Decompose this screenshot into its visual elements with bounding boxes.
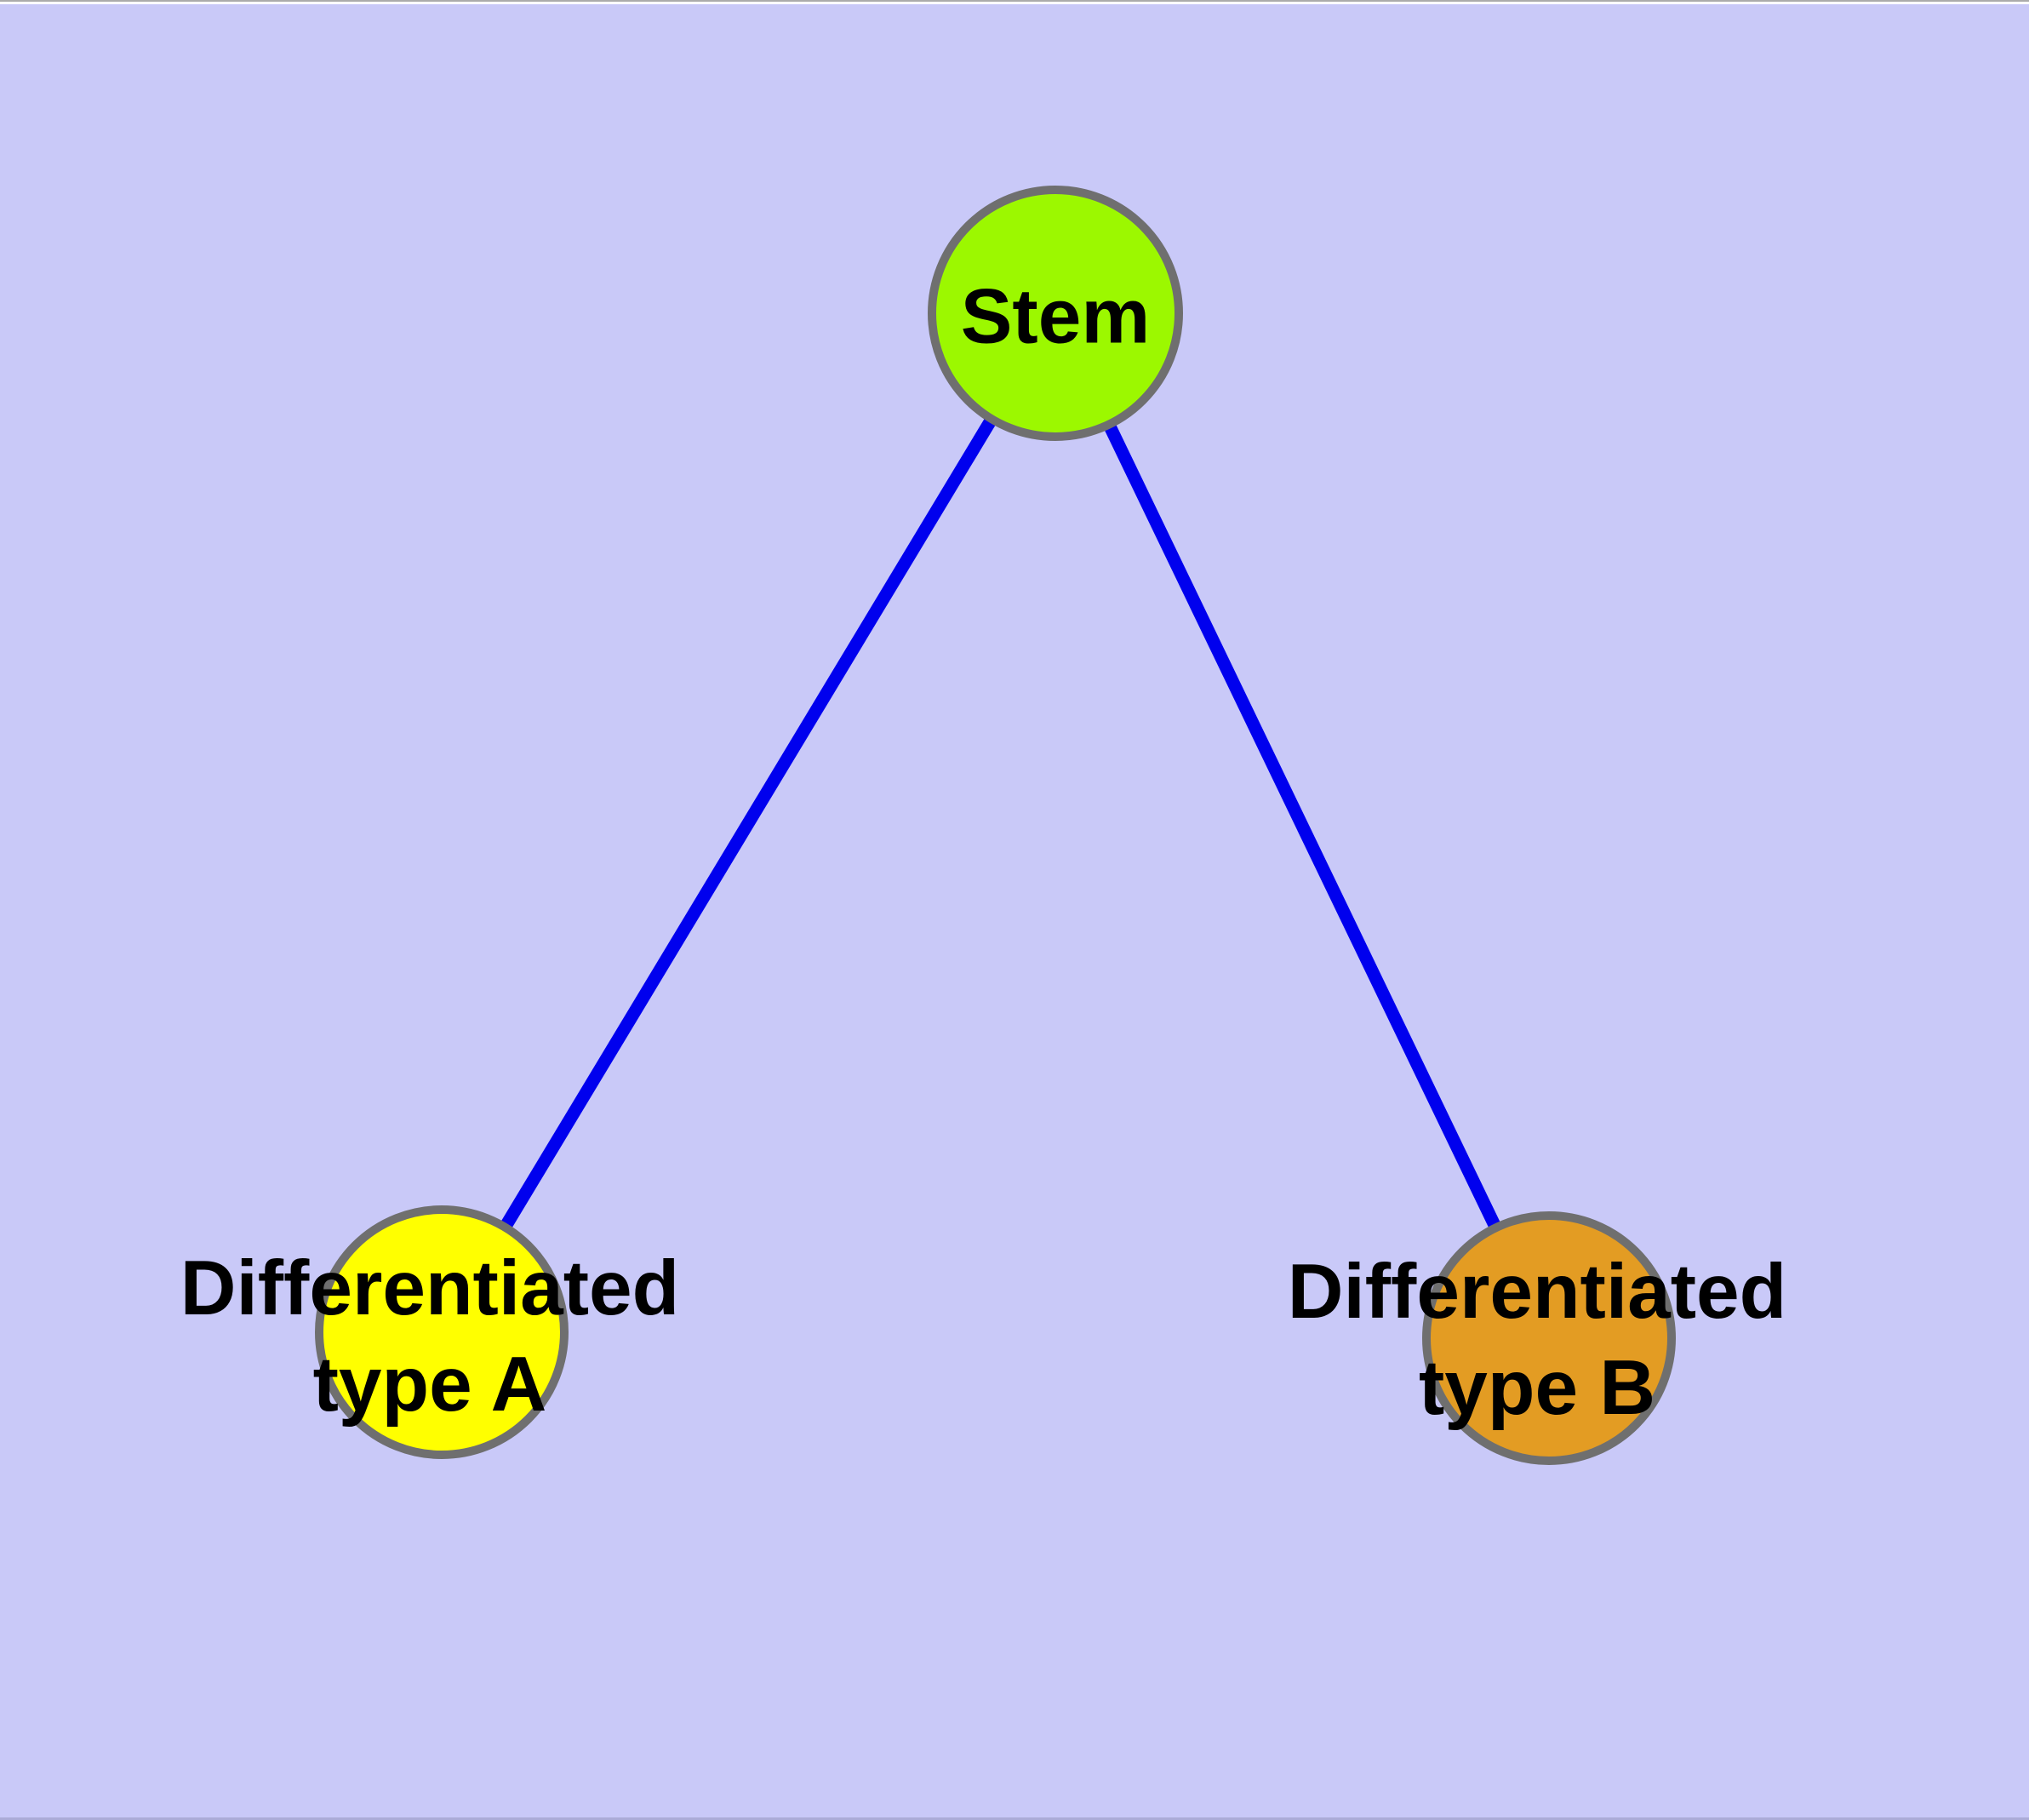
top-margin-strip — [0, 0, 2029, 4]
bottom-edge-strip — [0, 1817, 2029, 1820]
node-label-stem: Stem — [960, 273, 1151, 360]
edge-stem-to-differentiated-type-b — [1049, 310, 1555, 1342]
node-differentiated-type-b — [1422, 1211, 1676, 1465]
node-differentiated-type-a — [315, 1205, 569, 1459]
node-label-differentiated-type-a: Differentiated type A — [180, 1245, 680, 1428]
node-label-differentiated-type-b: Differentiated type B — [1287, 1249, 1787, 1431]
node-stem — [928, 186, 1183, 441]
edge-stem-to-differentiated-type-a — [436, 310, 1061, 1336]
